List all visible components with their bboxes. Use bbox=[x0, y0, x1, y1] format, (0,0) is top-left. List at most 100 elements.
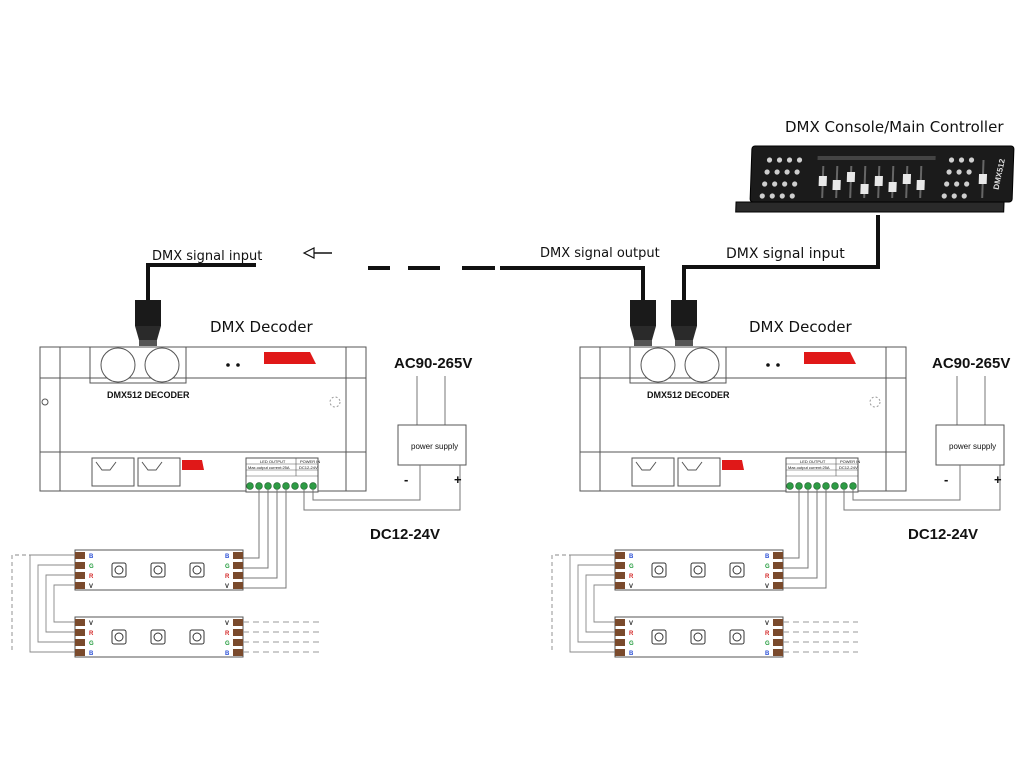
screw-hole-icon bbox=[41, 398, 49, 406]
pin-label: R bbox=[765, 631, 770, 637]
minus-sign: - bbox=[944, 472, 948, 487]
decoder-label: DMX512 DECODER bbox=[647, 390, 730, 400]
cable-console-to-decoder2 bbox=[682, 215, 880, 303]
pin-label: R bbox=[89, 631, 94, 637]
led-strip-top: B G R V B G R V bbox=[614, 549, 784, 591]
console-base bbox=[735, 201, 1005, 213]
pin-label: G bbox=[629, 641, 634, 647]
pin-label: B bbox=[225, 651, 230, 657]
signal-cables bbox=[146, 215, 880, 305]
led-strip-bottom: V R G B V R G B bbox=[74, 616, 244, 658]
led-dot-icon bbox=[226, 363, 230, 367]
pin-label: G bbox=[765, 564, 770, 570]
led-output-header: LED OUTPUT bbox=[800, 459, 826, 464]
pin-label: G bbox=[89, 564, 94, 570]
terminal-block: LED OUTPUT Max.output current:25A POWER … bbox=[245, 457, 320, 493]
red-label-icon bbox=[804, 352, 856, 364]
pin-label: V bbox=[89, 621, 93, 627]
led-dot-icon bbox=[766, 363, 770, 367]
terminal-block: LED OUTPUT Max.output current:25A POWER … bbox=[785, 457, 860, 493]
pin-label: G bbox=[765, 641, 770, 647]
arrow-left-icon bbox=[302, 247, 332, 259]
pin-label: G bbox=[225, 564, 230, 570]
console-body bbox=[749, 145, 1015, 203]
plus-sign: + bbox=[454, 472, 462, 487]
dc-label: DC12-24V bbox=[908, 526, 978, 543]
decoder-label: DMX512 DECODER bbox=[107, 390, 190, 400]
signal-output-label: DMX signal output bbox=[540, 246, 660, 261]
led-output-header: LED OUTPUT bbox=[260, 459, 286, 464]
pin-label: B bbox=[629, 651, 634, 657]
decoder-title: DMX Decoder bbox=[210, 318, 313, 336]
max-current-label: Max.output current:25A bbox=[248, 465, 290, 470]
signal-input-label-right: DMX signal input bbox=[726, 246, 845, 262]
pin-label: B bbox=[89, 651, 94, 657]
pin-label: R bbox=[765, 574, 770, 580]
pin-label: G bbox=[225, 641, 230, 647]
plug-icon bbox=[135, 300, 161, 346]
pin-label: R bbox=[629, 574, 634, 580]
pin-label: B bbox=[89, 554, 94, 560]
pin-label: V bbox=[765, 621, 769, 627]
plug-icon bbox=[630, 300, 656, 346]
rj45-port-icon bbox=[640, 347, 676, 383]
cable-plugs bbox=[135, 300, 697, 346]
red-label-icon bbox=[264, 352, 316, 364]
pin-label: V bbox=[629, 621, 633, 627]
red-label-icon bbox=[182, 460, 204, 470]
plug-icon bbox=[671, 300, 697, 346]
pin-label: B bbox=[765, 651, 770, 657]
pin-label: V bbox=[225, 584, 229, 590]
power-supply-label: power supply bbox=[949, 442, 996, 451]
rj45-port-icon bbox=[144, 347, 180, 383]
dmx-console: DMX Console/Main Controller bbox=[735, 118, 1015, 213]
minus-sign: - bbox=[404, 472, 408, 487]
pin-label: V bbox=[629, 584, 633, 590]
red-label-icon bbox=[722, 460, 744, 470]
terminal-screws bbox=[786, 482, 857, 490]
decoder-1: DMX Decoder DMX512 DECODER bbox=[11, 318, 472, 658]
power-range-label: DC12-24V bbox=[299, 465, 318, 470]
decoder-title: DMX Decoder bbox=[749, 318, 852, 336]
led-strip-bottom: V R G B V R G B bbox=[614, 616, 784, 658]
terminal-screws bbox=[246, 482, 317, 490]
power-range-label: DC12-24V bbox=[839, 465, 858, 470]
plus-sign: + bbox=[994, 472, 1002, 487]
decoder-housing bbox=[39, 346, 367, 492]
screw-hole-icon bbox=[329, 396, 341, 408]
power-in-header: POWER IN bbox=[840, 459, 860, 464]
pin-label: B bbox=[765, 554, 770, 560]
pin-label: R bbox=[225, 631, 230, 637]
rj45-port-icon bbox=[684, 347, 720, 383]
signal-input-label-left: DMX signal input bbox=[152, 249, 262, 264]
pin-label: V bbox=[765, 584, 769, 590]
console-title: DMX Console/Main Controller bbox=[785, 118, 1004, 136]
led-dot-icon bbox=[236, 363, 240, 367]
pin-label: R bbox=[225, 574, 230, 580]
decoder-housing bbox=[579, 346, 907, 492]
power-in-header: POWER IN bbox=[300, 459, 320, 464]
pin-label: R bbox=[629, 631, 634, 637]
pin-label: G bbox=[89, 641, 94, 647]
pin-label: B bbox=[629, 554, 634, 560]
ac-label: AC90-265V bbox=[394, 355, 472, 372]
power-supply-label: power supply bbox=[411, 442, 458, 451]
decoder-2: DMX Decoder DMX512 DECODER LED O bbox=[551, 318, 1010, 658]
pin-label: V bbox=[89, 584, 93, 590]
max-current-label: Max.output current:25A bbox=[788, 465, 830, 470]
console-buttons bbox=[759, 157, 975, 199]
power-supply: AC90-265V power supply - + DC12-24V bbox=[908, 355, 1010, 543]
console-faders bbox=[817, 156, 988, 198]
cable-decoder2-output bbox=[500, 266, 645, 303]
led-strip-top: B G R V B G R V bbox=[74, 549, 244, 591]
pin-label: R bbox=[89, 574, 94, 580]
power-supply: AC90-265V power supply - + DC12-24V bbox=[370, 355, 472, 543]
cable-decoder1-input bbox=[146, 263, 256, 305]
dc-label: DC12-24V bbox=[370, 526, 440, 543]
ac-label: AC90-265V bbox=[932, 355, 1010, 372]
led-dot-icon bbox=[776, 363, 780, 367]
rj45-port-icon bbox=[100, 347, 136, 383]
pin-label: B bbox=[225, 554, 230, 560]
screw-hole-icon bbox=[869, 396, 881, 408]
